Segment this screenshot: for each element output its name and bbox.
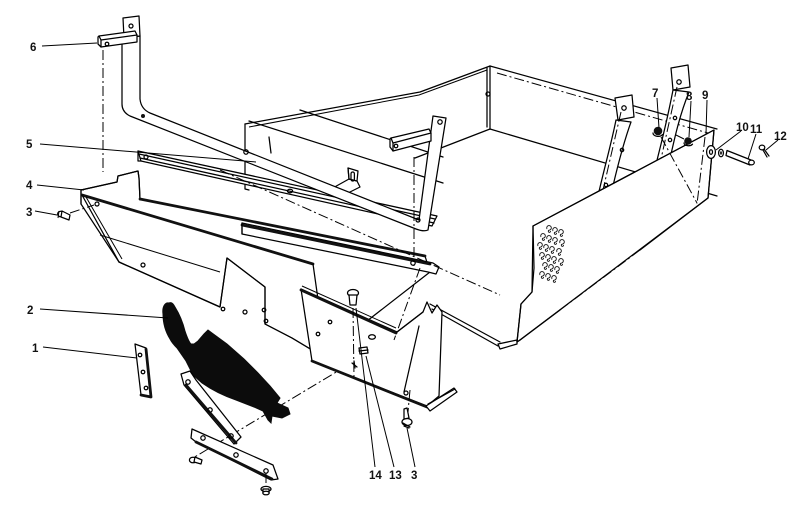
svg-text:8: 8: [686, 91, 693, 103]
svg-text:6: 6: [30, 42, 36, 54]
svg-text:9: 9: [702, 90, 708, 102]
svg-text:10: 10: [736, 122, 749, 134]
svg-text:7: 7: [652, 88, 658, 100]
svg-text:3: 3: [26, 207, 32, 219]
svg-text:11: 11: [750, 124, 763, 136]
svg-text:13: 13: [389, 470, 402, 482]
svg-text:5: 5: [26, 139, 33, 151]
svg-text:4: 4: [26, 180, 33, 192]
svg-text:2: 2: [27, 305, 33, 317]
svg-text:1: 1: [32, 343, 39, 355]
svg-text:14: 14: [369, 470, 382, 482]
svg-text:3: 3: [411, 470, 417, 482]
svg-text:12: 12: [774, 131, 787, 143]
